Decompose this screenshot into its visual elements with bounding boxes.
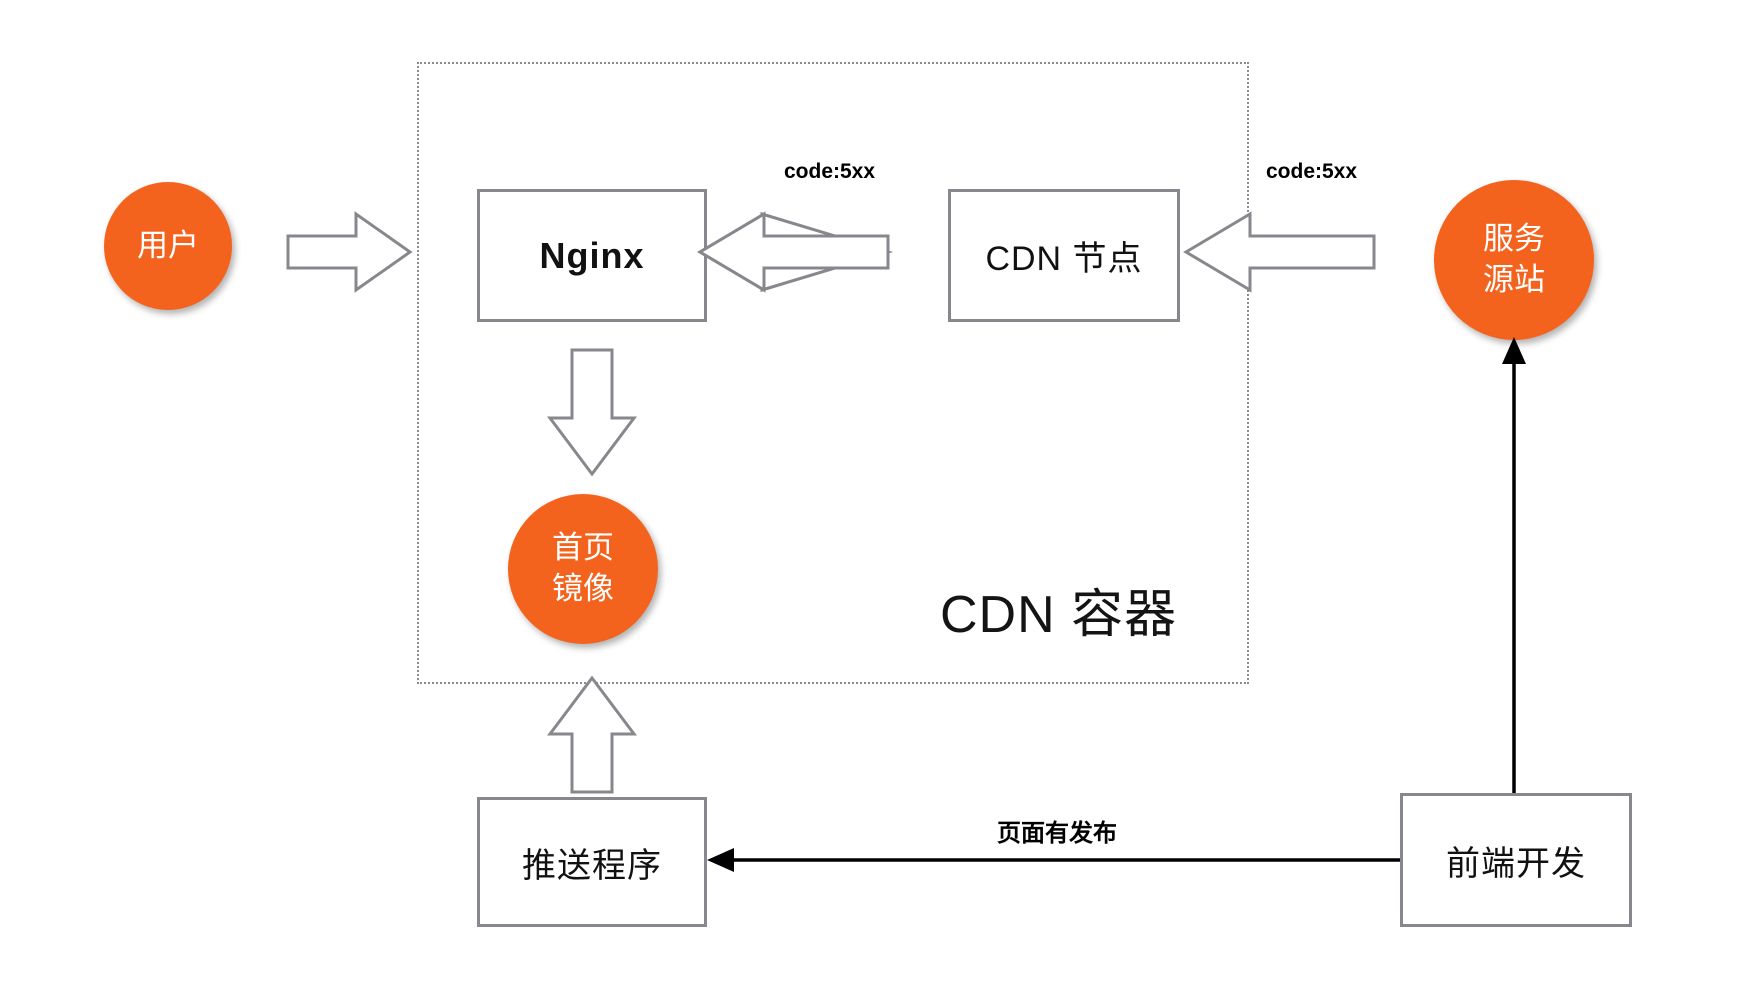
- edge-label-origin-to-cdn: code:5xx: [1266, 160, 1358, 183]
- arrow-user-to-nginx: [286, 211, 413, 293]
- node-home-mirror-label-line2: 镜像: [552, 571, 614, 606]
- node-frontend-dev-label: 前端开发: [1446, 844, 1586, 883]
- node-origin-server-label-line1: 服务: [1483, 221, 1545, 257]
- node-home-mirror-label-line1: 首页: [552, 530, 614, 566]
- node-push-program-label: 推送程序: [522, 846, 662, 885]
- node-origin-server-label-line2: 源站: [1483, 262, 1545, 297]
- arrowhead-frontend-to-origin: [1502, 337, 1526, 364]
- cdn-container-label: CDN 容器: [940, 586, 1178, 644]
- arrow-push-to-home-mirror: [547, 675, 637, 794]
- node-frontend-dev[interactable]: 前端开发: [1400, 793, 1632, 927]
- node-user-label: 用户: [137, 227, 199, 263]
- node-cdn-node[interactable]: CDN 节点: [948, 189, 1180, 322]
- edge-label-cdn-to-nginx: code:5xx: [784, 160, 876, 183]
- edge-label-page-published: 页面有发布: [997, 820, 1117, 847]
- node-nginx-label: Nginx: [539, 234, 645, 276]
- node-cdn-node-label: CDN 节点: [985, 240, 1143, 278]
- arrowhead-frontend-to-push: [707, 848, 734, 872]
- node-origin-server[interactable]: 服务 源站: [1434, 180, 1594, 340]
- cdn-container-boundary: [417, 62, 1249, 684]
- node-user[interactable]: 用户: [104, 182, 232, 310]
- node-push-program[interactable]: 推送程序: [477, 797, 707, 927]
- node-home-mirror[interactable]: 首页 镜像: [508, 494, 658, 644]
- node-nginx[interactable]: Nginx: [477, 189, 707, 322]
